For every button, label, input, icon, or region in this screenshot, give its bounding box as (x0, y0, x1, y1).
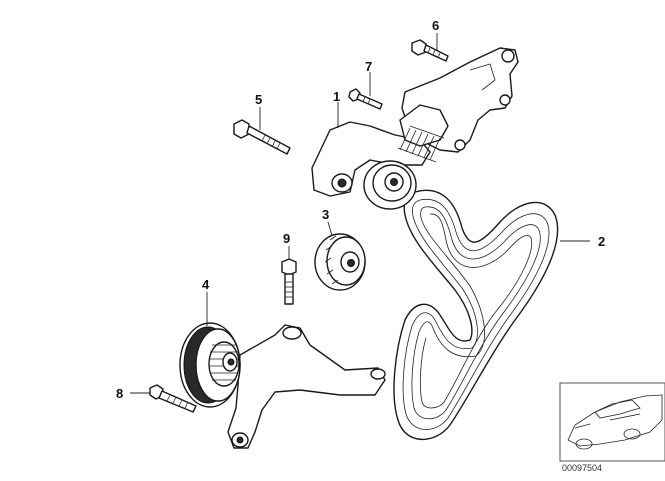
inset-reference-code: 00097504 (562, 463, 602, 473)
bolt-part-7[interactable] (348, 72, 383, 110)
bolt-part-5[interactable] (233, 107, 291, 155)
callout-6: 6 (432, 18, 439, 33)
callout-8: 8 (116, 386, 123, 401)
vehicle-inset: 00097504 (559, 382, 665, 473)
callout-9: 9 (283, 231, 290, 246)
bolt-part-9[interactable] (281, 246, 297, 305)
callout-2: 2 (598, 234, 605, 249)
tensioner-spring (397, 125, 445, 163)
bolt-part-8[interactable] (130, 384, 197, 413)
idler-pulley-part-3[interactable] (314, 221, 366, 291)
bolt-part-6[interactable] (411, 33, 449, 62)
drive-belt[interactable] (393, 189, 590, 441)
car-icon (567, 394, 663, 450)
callout-7: 7 (365, 59, 372, 74)
belt-tensioner-part-1[interactable] (311, 102, 449, 210)
callout-3: 3 (322, 207, 329, 222)
callout-4: 4 (202, 277, 210, 292)
callout-5: 5 (255, 92, 262, 107)
tensioner-assembly-part-4[interactable] (179, 292, 386, 449)
callout-1: 1 (333, 89, 340, 104)
